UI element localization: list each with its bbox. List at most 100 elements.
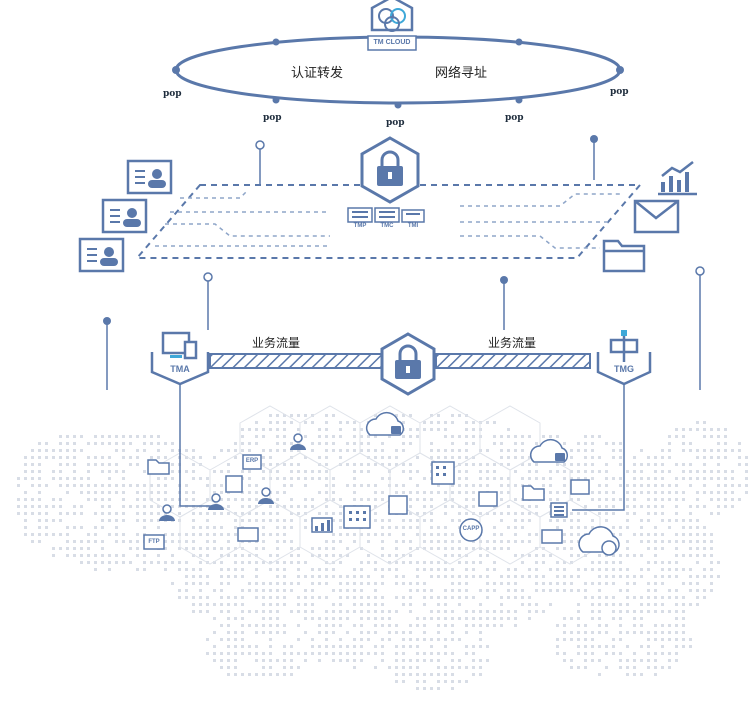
- map-dot: [493, 624, 496, 627]
- map-dot: [367, 554, 370, 557]
- map-dot: [570, 666, 573, 669]
- map-dot: [220, 666, 223, 669]
- map-dot: [703, 435, 706, 438]
- map-dot: [101, 435, 104, 438]
- map-dot: [248, 673, 251, 676]
- map-dot: [311, 505, 314, 508]
- map-dot: [430, 498, 433, 501]
- map-dot: [528, 568, 531, 571]
- map-dot: [479, 470, 482, 473]
- map-dot: [731, 477, 734, 480]
- map-dot: [612, 456, 615, 459]
- map-dot: [458, 582, 461, 585]
- map-dot: [227, 505, 230, 508]
- map-dot: [185, 470, 188, 473]
- map-dot: [311, 652, 314, 655]
- map-dot: [696, 603, 699, 606]
- map-dot: [73, 449, 76, 452]
- map-dot: [654, 547, 657, 550]
- map-dot: [577, 463, 580, 466]
- map-dot: [710, 582, 713, 585]
- map-dot: [304, 470, 307, 473]
- map-dot: [619, 442, 622, 445]
- map-dot: [241, 575, 244, 578]
- map-dot: [430, 491, 433, 494]
- map-dot: [360, 484, 363, 487]
- map-dot: [402, 603, 405, 606]
- map-dot: [465, 631, 468, 634]
- map-dot: [675, 596, 678, 599]
- map-dot: [339, 435, 342, 438]
- map-dot: [598, 484, 601, 487]
- map-dot: [612, 638, 615, 641]
- map-dot: [206, 519, 209, 522]
- map-dot: [262, 617, 265, 620]
- map-dot: [570, 470, 573, 473]
- map-dot: [38, 512, 41, 515]
- app-label: CAPP: [462, 526, 480, 532]
- map-dot: [528, 540, 531, 543]
- map-dot: [549, 498, 552, 501]
- map-dot: [388, 519, 391, 522]
- map-dot: [647, 652, 650, 655]
- map-dot: [45, 456, 48, 459]
- map-dot: [675, 428, 678, 431]
- map-dot: [325, 582, 328, 585]
- map-dot: [80, 547, 83, 550]
- map-dot: [227, 498, 230, 501]
- map-dot: [122, 561, 125, 564]
- map-dot: [115, 533, 118, 536]
- map-dot: [255, 645, 258, 648]
- map-dot: [703, 491, 706, 494]
- map-dot: [654, 498, 657, 501]
- map-dot: [465, 582, 468, 585]
- map-dot: [577, 526, 580, 529]
- map-dot: [297, 428, 300, 431]
- map-dot: [696, 449, 699, 452]
- map-dot: [157, 512, 160, 515]
- map-dot: [661, 610, 664, 613]
- map-dot: [311, 442, 314, 445]
- map-dot: [108, 519, 111, 522]
- map-dot: [276, 624, 279, 627]
- map-dot: [227, 596, 230, 599]
- map-dot: [339, 449, 342, 452]
- map-dot: [241, 428, 244, 431]
- map-dot: [661, 582, 664, 585]
- map-dot: [479, 631, 482, 634]
- map-dot: [458, 512, 461, 515]
- map-dot: [360, 428, 363, 431]
- map-dot: [416, 456, 419, 459]
- map-dot: [346, 484, 349, 487]
- map-dot: [528, 554, 531, 557]
- map-dot: [150, 505, 153, 508]
- map-dot: [584, 568, 587, 571]
- map-dot: [255, 568, 258, 571]
- map-dot: [451, 582, 454, 585]
- map-dot: [290, 610, 293, 613]
- map-dot: [654, 603, 657, 606]
- map-dot: [136, 491, 139, 494]
- map-dot: [437, 596, 440, 599]
- map-dot: [374, 617, 377, 620]
- map-dot: [45, 449, 48, 452]
- map-dot: [304, 652, 307, 655]
- map-dot: [437, 610, 440, 613]
- map-dot: [465, 470, 468, 473]
- map-dot: [556, 624, 559, 627]
- map-dot: [304, 456, 307, 459]
- map-dot: [192, 610, 195, 613]
- map-dot: [339, 596, 342, 599]
- map-dot: [633, 498, 636, 501]
- map-dot: [493, 568, 496, 571]
- map-dot: [206, 638, 209, 641]
- map-dot: [696, 421, 699, 424]
- map-dot: [647, 547, 650, 550]
- map-dot: [584, 624, 587, 627]
- map-dot: [31, 484, 34, 487]
- map-dot: [710, 512, 713, 515]
- map-dot: [52, 554, 55, 557]
- map-dot: [143, 498, 146, 501]
- map-dot: [276, 435, 279, 438]
- map-dot: [269, 449, 272, 452]
